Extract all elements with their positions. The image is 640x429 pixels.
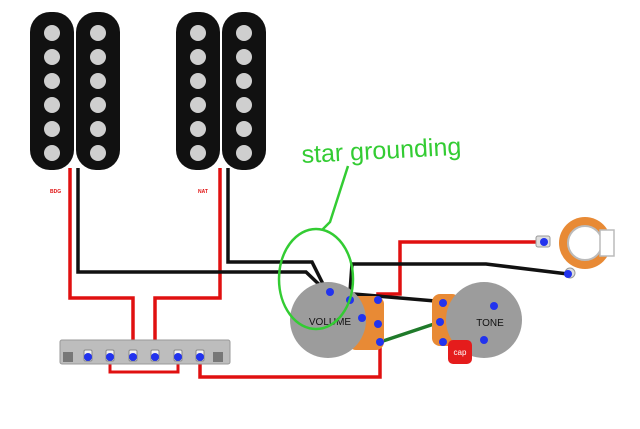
bridge-humbucker-pole-piece [44,97,60,113]
solder-point [374,320,382,328]
bridge-humbucker-pole-piece [44,49,60,65]
bridge-humbucker-pole-piece [44,25,60,41]
solder-point [374,296,382,304]
tone-link-wire [379,320,441,344]
solder-point [439,299,447,307]
star-grounding-pointer [321,165,350,231]
neck-ground-wire [226,168,329,293]
volume-pot-label: VOLUME [309,317,352,328]
solder-point [490,302,498,310]
neck-humbucker-pole-piece [190,121,206,137]
tone-capacitor: cap [448,340,472,364]
solder-point [564,270,572,278]
output-jack [535,217,615,279]
neck-humbucker-pole-piece [236,73,252,89]
solder-points [84,238,572,361]
neck-humbucker-pole-piece [190,49,206,65]
neck-humbucker [176,12,266,170]
tone-pot-body [446,282,522,358]
switch-body [59,339,231,365]
bridge-humbucker-pole-piece [90,49,106,65]
switch-end-tab-right [213,352,223,362]
tone-pot: TONE [432,282,522,358]
solder-point [480,336,488,344]
solder-point [540,238,548,246]
neck-humbucker-pole-piece [236,49,252,65]
capacitor-body [448,340,472,364]
neck-humbucker-pole-piece [190,25,206,41]
star-grounding-label: star grounding [301,133,462,169]
neck-humbucker-pole-piece [190,145,206,161]
solder-point [436,318,444,326]
solder-point [376,338,384,346]
neck-humbucker-coil-2 [222,12,266,170]
bridge-hot-wire [68,168,135,352]
bridge-pickup-label: BDG [50,189,61,195]
solder-point [439,338,447,346]
jack-inner [567,225,603,261]
bridge-humbucker [30,12,120,170]
neck-humbucker-pole-piece [190,73,206,89]
neck-humbucker-pole-piece [236,121,252,137]
bridge-humbucker-coil-2 [76,12,120,170]
neck-humbucker-pole-piece [236,145,252,161]
star-grounding-circle [277,227,355,331]
solder-point [174,353,182,361]
neck-pickup-label: NAT [198,189,208,195]
capacitor-label: cap [454,348,467,357]
solder-point [129,353,137,361]
bridge-ground-wire [76,168,329,294]
solder-point [326,288,334,296]
solder-point [358,314,366,322]
bridge-humbucker-pole-piece [90,121,106,137]
bridge-humbucker-pole-piece [90,145,106,161]
neck-humbucker-pole-piece [190,97,206,113]
bridge-humbucker-pole-piece [44,73,60,89]
neck-humbucker-pole-piece [236,25,252,41]
bridge-humbucker-pole-piece [90,25,106,41]
pickup-selector-switch [59,339,231,365]
switch-end-tab-left [63,352,73,362]
switch-jumper-wire [108,360,180,374]
neck-humbucker-coil-1 [176,12,220,170]
neck-humbucker-pole-piece [236,97,252,113]
bridge-humbucker-pole-piece [44,121,60,137]
solder-point [151,353,159,361]
bridge-humbucker-pole-piece [90,73,106,89]
jack-ground-wire [330,262,569,294]
solder-point [106,353,114,361]
solder-point [196,353,204,361]
bridge-humbucker-pole-piece [44,145,60,161]
solder-point [84,353,92,361]
bridge-humbucker-coil-1 [30,12,74,170]
jack-tab [599,229,615,257]
neck-hot-wire [153,168,222,352]
tone-pot-label: TONE [476,318,504,329]
bridge-humbucker-pole-piece [90,97,106,113]
switch-output-wire [198,344,382,379]
